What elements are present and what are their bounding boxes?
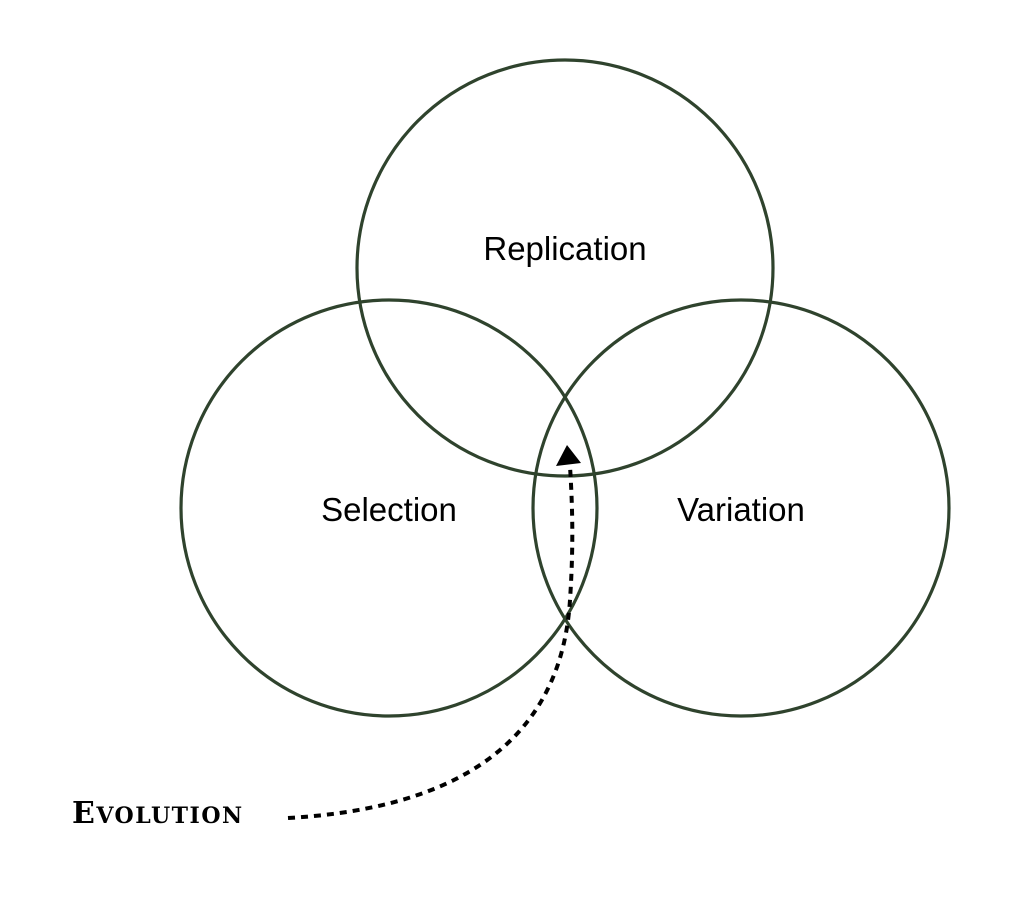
replication-circle bbox=[355, 58, 775, 478]
selection-label: Selection bbox=[321, 491, 457, 528]
evolution-connector-arrow bbox=[287, 465, 575, 820]
variation-circle bbox=[531, 298, 951, 718]
arrowhead-icon bbox=[556, 445, 581, 466]
variation-label: Variation bbox=[677, 491, 805, 528]
evolution-label: EVOLUTION bbox=[72, 796, 244, 831]
evolution-label-initial: E bbox=[72, 796, 96, 831]
selection-circle bbox=[179, 298, 599, 718]
replication-label: Replication bbox=[483, 230, 646, 267]
evolution-label-rest: VOLUTION bbox=[95, 803, 243, 829]
